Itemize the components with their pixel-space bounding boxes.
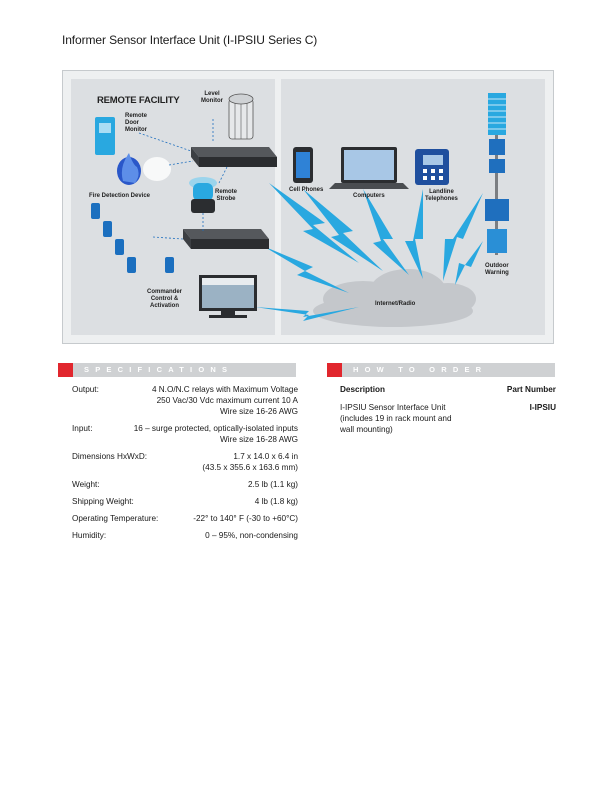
commander-monitor-icon xyxy=(199,275,257,318)
spec-value: 2.5 lb (1.1 kg) xyxy=(72,479,298,490)
spec-value: 4 N.O/N.C relays with Maximum Voltage xyxy=(72,384,298,395)
diagram-artwork xyxy=(63,71,553,343)
spec-row: Operating Temperature:-22° to 140° F (-3… xyxy=(72,513,298,524)
spec-label: Shipping Weight: xyxy=(72,496,134,507)
remote-facility-title: REMOTE FACILITY xyxy=(97,95,180,106)
specifications-title: SPECIFICATIONS xyxy=(84,365,233,374)
laptop-icon xyxy=(329,147,409,189)
specifications-header: SPECIFICATIONS xyxy=(58,363,296,377)
spec-value: Wire size 16-28 AWG xyxy=(72,434,298,445)
spec-row: Weight:2.5 lb (1.1 kg) xyxy=(72,479,298,490)
spec-value: (43.5 x 355.6 x 163.6 mm) xyxy=(72,462,298,473)
order-item-part-number: I-IPSIU xyxy=(530,402,556,413)
spec-row: Dimensions HxWxD:1.7 x 14.0 x 6.4 in(43.… xyxy=(72,451,298,473)
spec-value: 16 – surge protected, optically-isolated… xyxy=(72,423,298,434)
interface-unit-icon xyxy=(191,147,277,167)
door-monitor-icon xyxy=(95,117,115,155)
spec-row: Humidity:0 – 95%, non-condensing xyxy=(72,530,298,541)
level-monitor-tank-icon xyxy=(229,94,253,139)
outdoor-siren-icon xyxy=(485,93,509,255)
fire-icon xyxy=(117,153,171,185)
spec-label: Weight: xyxy=(72,479,100,490)
cell-phone-icon xyxy=(293,147,313,183)
interface-unit-icon xyxy=(183,229,269,249)
spec-label: Dimensions HxWxD: xyxy=(72,451,147,462)
internet-radio-label: Internet/Radio xyxy=(375,301,415,308)
order-item-description: I-IPSIU Sensor Interface Unit (includes … xyxy=(340,402,470,435)
spec-label: Output: xyxy=(72,384,99,395)
desk-phone-icon xyxy=(415,149,449,185)
spec-value: Wire size 16-26 AWG xyxy=(72,406,298,417)
spec-row: Shipping Weight:4 lb (1.8 kg) xyxy=(72,496,298,507)
spec-label: Operating Temperature: xyxy=(72,513,158,524)
how-to-order-header: HOW TO ORDER xyxy=(327,363,555,377)
description-column-header: Description xyxy=(340,385,385,394)
spec-value: 250 Vac/30 Vdc maximum current 10 A xyxy=(72,395,298,406)
spec-label: Input: xyxy=(72,423,93,434)
spec-label: Humidity: xyxy=(72,530,106,541)
order-item-row: I-IPSIU Sensor Interface Unit (includes … xyxy=(340,402,556,435)
fire-detection-label: Fire Detection Device xyxy=(89,193,150,200)
how-to-order-title: HOW TO ORDER xyxy=(353,365,487,374)
cloud-icon xyxy=(313,269,476,327)
computers-label: Computers xyxy=(353,193,385,200)
cell-phones-label: Cell Phones xyxy=(289,187,323,194)
strobe-icon xyxy=(189,177,217,213)
handheld-radio-icon xyxy=(91,203,174,273)
spec-row: Output:4 N.O/N.C relays with Maximum Vol… xyxy=(72,384,298,417)
specifications-table: Output:4 N.O/N.C relays with Maximum Vol… xyxy=(72,384,298,547)
spec-row: Input:16 – surge protected, optically-is… xyxy=(72,423,298,445)
page-title: Informer Sensor Interface Unit (I-IPSIU … xyxy=(62,33,317,47)
part-number-column-header: Part Number xyxy=(507,384,556,395)
how-to-order-table: Description Part Number I-IPSIU Sensor I… xyxy=(340,384,556,435)
order-header-row: Description Part Number xyxy=(340,384,556,402)
